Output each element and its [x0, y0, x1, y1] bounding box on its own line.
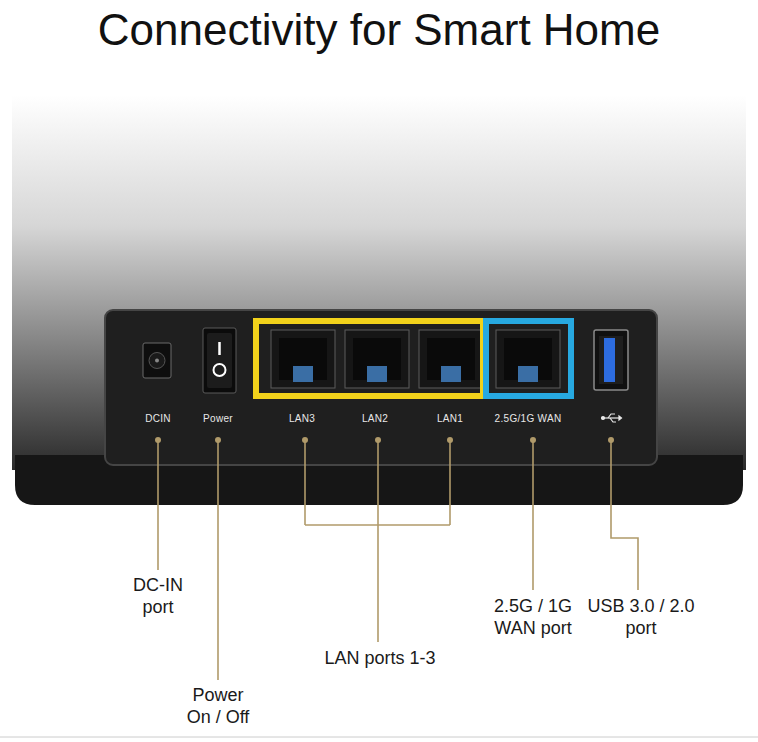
switch-rocker	[207, 333, 232, 388]
leader-lines	[158, 440, 638, 680]
leader-dots	[155, 437, 614, 443]
callout-label: DC-IN port	[126, 575, 190, 618]
port-label: DCIN	[145, 413, 171, 424]
usb-tongue	[604, 338, 615, 382]
usb-port-inner	[599, 336, 623, 384]
callout-label: LAN ports 1-3	[324, 648, 435, 670]
callout-label: USB 3.0 / 2.0 port	[578, 596, 704, 639]
port-label: LAN1	[437, 413, 463, 424]
dc-jack	[143, 343, 171, 378]
switch-on-mark	[218, 342, 221, 355]
usb-port	[594, 330, 628, 390]
port-label: LAN3	[289, 413, 315, 424]
back-panel	[105, 310, 657, 465]
callout-label: 2.5G / 1G WAN port	[483, 596, 583, 639]
switch-off-mark	[214, 364, 226, 376]
page-title: Connectivity for Smart Home	[98, 6, 660, 54]
port-label: 2.5G/1G WAN	[495, 413, 562, 424]
dc-jack-pin	[155, 359, 159, 363]
power-switch	[203, 328, 236, 393]
dc-jack-hole	[149, 353, 165, 369]
port-label: LAN2	[362, 413, 388, 424]
usb-symbol	[602, 414, 622, 422]
callout-label: Power On / Off	[180, 685, 256, 728]
wan-highlight	[486, 321, 571, 396]
port-label: Power	[203, 413, 233, 424]
bottom-rule	[0, 737, 758, 738]
rj45-ports	[271, 330, 560, 388]
router-body	[12, 95, 746, 470]
lan-highlight	[256, 321, 483, 396]
